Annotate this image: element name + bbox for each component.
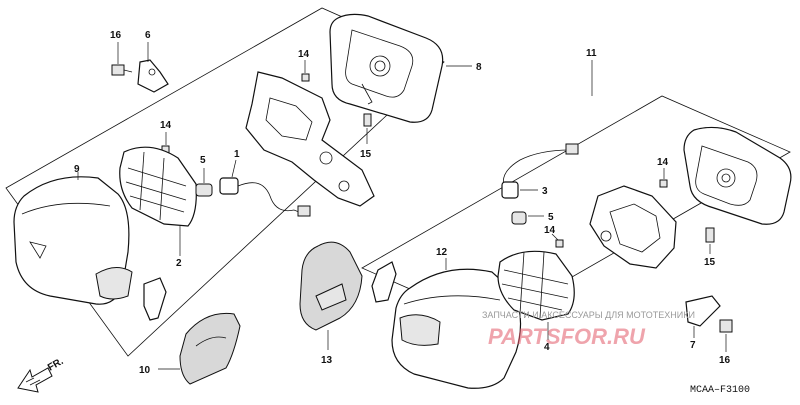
- watermark-text: ЗАПЧАСТИ И АКСЕССУАРЫ ДЛЯ МОТОТЕХНИКИ: [482, 310, 695, 320]
- garnish-10: [179, 312, 241, 385]
- callout-15-right: 15: [704, 257, 716, 268]
- diagram-code: MCAA–F3100: [690, 385, 750, 396]
- callout-16-left: 16: [110, 30, 122, 41]
- bolt-16-right: [719, 319, 733, 333]
- bulb-5-right: [511, 211, 527, 225]
- callout-5-left: 5: [200, 155, 206, 166]
- mirror-bracket-frame-right: [589, 185, 677, 269]
- callout-4: 4: [544, 342, 550, 353]
- screw-15-right: [705, 227, 715, 243]
- mirror-housing-9: [13, 176, 133, 305]
- bolt-16-left: [111, 64, 133, 76]
- front-label: FR.: [46, 356, 66, 374]
- callout-14-right-lens: 14: [544, 225, 556, 236]
- callout-16-right: 16: [719, 355, 731, 366]
- callout-6: 6: [145, 30, 151, 41]
- leader-1: [231, 159, 237, 178]
- callout-10: 10: [139, 365, 151, 376]
- screw-14-right-lens: [555, 239, 564, 248]
- callout-5-right: 5: [548, 212, 554, 223]
- screw-14-right-mount: [659, 179, 668, 188]
- callout-3: 3: [542, 186, 548, 197]
- callout-9: 9: [74, 164, 80, 175]
- bracket-7: [685, 295, 721, 327]
- mirror-glass-right: [683, 126, 792, 225]
- callout-15-left: 15: [360, 149, 372, 160]
- callout-11: 11: [586, 48, 597, 59]
- bracket-6: [137, 59, 169, 93]
- bulb-5-left: [195, 183, 213, 197]
- socket-3: [501, 143, 579, 199]
- front-arrow-icon: [17, 367, 53, 393]
- inner-cover-13: [299, 241, 363, 331]
- callout-1: 1: [234, 149, 240, 160]
- callout-14-left-lens: 14: [160, 120, 172, 131]
- callout-14-mirror: 14: [298, 49, 310, 60]
- socket-1: [219, 177, 311, 217]
- lens-4-right: [497, 250, 575, 321]
- callout-8: 8: [476, 62, 482, 73]
- screw-14-mirror: [301, 73, 310, 82]
- callout-12: 12: [436, 247, 448, 258]
- small-bracket-right: [371, 261, 397, 303]
- mirror-glass-8-left: [329, 13, 444, 123]
- callout-13: 13: [321, 355, 333, 366]
- watermark-logo: PARTSFOR.RU: [488, 324, 646, 349]
- callout-2: 2: [176, 258, 182, 269]
- small-bracket-left: [143, 277, 167, 321]
- callout-14-right-mount: 14: [657, 157, 669, 168]
- lens-2-left: [119, 146, 197, 227]
- mirror-bracket-frame-left: [245, 71, 375, 207]
- screw-15-left: [363, 113, 372, 127]
- leader-14-right-lens: [551, 233, 559, 241]
- callout-7: 7: [690, 340, 696, 351]
- mirror-housing-12: [391, 268, 522, 389]
